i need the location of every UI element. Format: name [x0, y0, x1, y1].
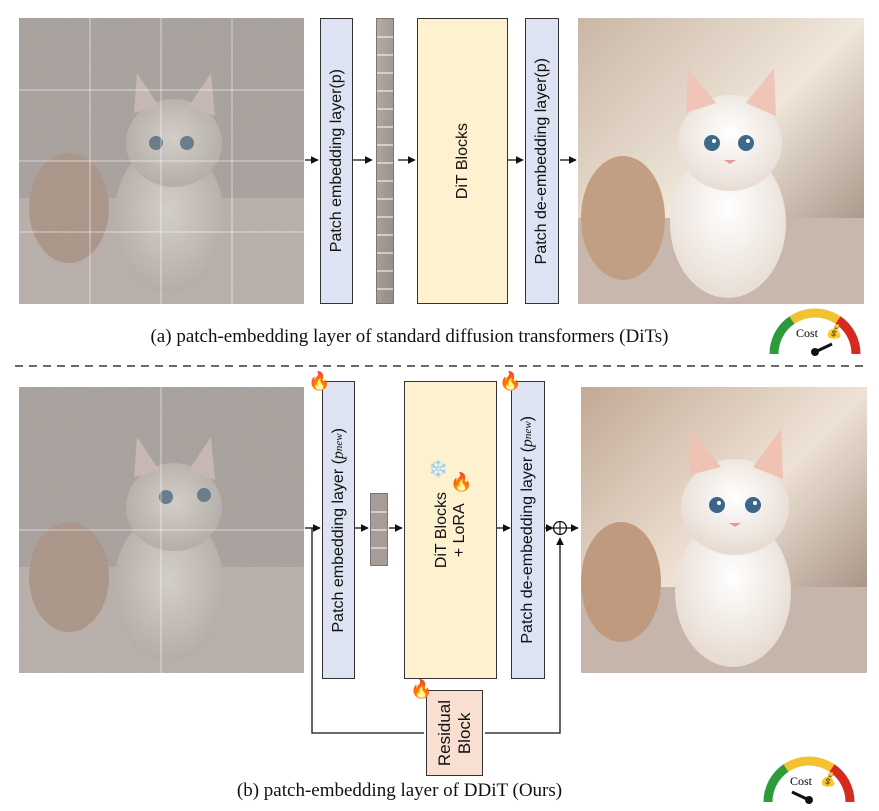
- patch-token-strip-top: [376, 18, 394, 304]
- caption-top: (a) patch-embedding layer of standard di…: [150, 326, 669, 347]
- patch-deembedding-label-top: Patch de-embedding layer(p): [533, 57, 550, 265]
- cost-gauge-top: Cost 💰: [768, 306, 862, 358]
- cost-label-bottom: Cost: [790, 774, 813, 788]
- caption-bottom: (b) patch-embedding layer of DDiT (Ours): [236, 780, 563, 801]
- money-bag-icon: 💰: [820, 772, 837, 787]
- patch-embedding-layer-top: Patch embedding layer(p): [320, 18, 353, 304]
- patch-deembedding-layer-bottom: Patch de-embedding layer (pnew): [511, 381, 545, 679]
- dit-blocks-lora-bottom: DiT Blocks+ LoRA: [404, 381, 497, 679]
- dit-blocks-label-bottom: DiT Blocks+ LoRA: [432, 491, 468, 569]
- patch-embedding-layer-bottom: Patch embedding layer (pnew): [322, 381, 355, 679]
- noisy-kitten-image-bottom: [19, 387, 304, 673]
- flame-icon: 🔥: [499, 371, 522, 391]
- patch-deembedding-label-bottom: Patch de-embedding layer (pnew): [519, 416, 536, 644]
- patch-embedding-label-top: Patch embedding layer(p): [327, 69, 345, 253]
- clean-kitten-image-bottom: [581, 387, 867, 673]
- flame-icon: 🔥: [450, 472, 473, 492]
- snowflake-icon: ❄️: [428, 461, 448, 478]
- flame-icon: 🔥: [410, 679, 433, 699]
- patch-token-strip-bottom: [370, 493, 388, 566]
- clean-kitten-image-top: [578, 18, 864, 304]
- money-bag-icon: 💰: [826, 324, 843, 339]
- cost-label-top: Cost: [796, 326, 819, 340]
- dit-blocks-top: DiT Blocks: [417, 18, 508, 304]
- circled-plus-icon: [552, 520, 568, 536]
- noisy-kitten-image-top: [19, 18, 304, 304]
- flame-icon: 🔥: [308, 371, 331, 391]
- patch-deembedding-layer-top: Patch de-embedding layer(p): [525, 18, 559, 304]
- cost-gauge-bottom: Cost 💰: [762, 754, 856, 806]
- patch-embedding-label-bottom: Patch embedding layer (pnew): [329, 427, 347, 633]
- dit-blocks-label-top: DiT Blocks: [453, 122, 471, 200]
